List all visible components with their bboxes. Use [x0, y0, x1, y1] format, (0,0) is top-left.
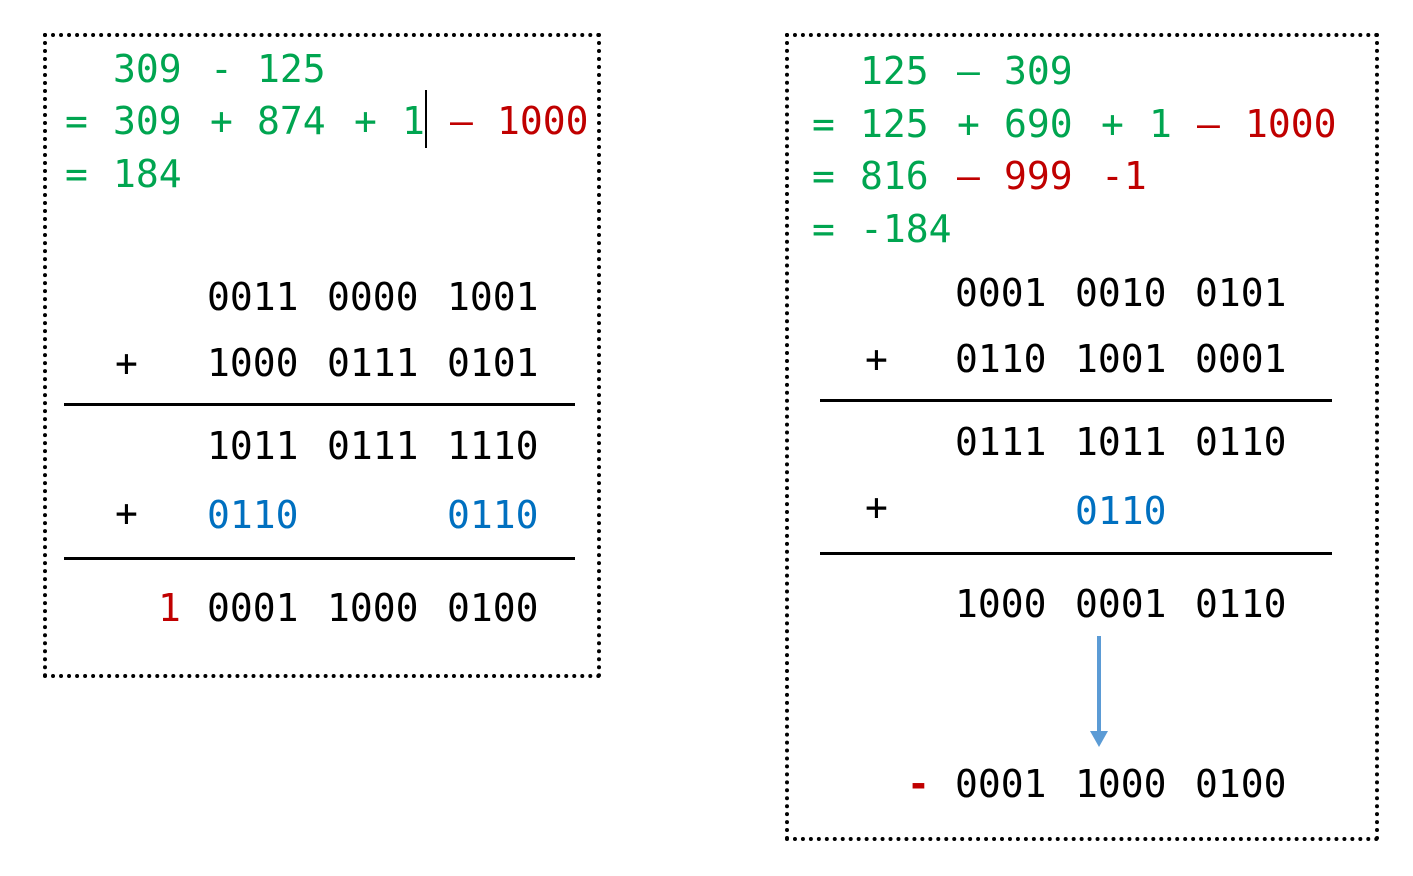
left-row5-n2: 1000 — [327, 586, 419, 630]
right-result-n3: 0100 — [1195, 762, 1287, 806]
right-eq2-plus2: + — [1101, 102, 1124, 146]
left-row3-n3: 1110 — [447, 424, 539, 468]
right-row5-n2: 0001 — [1075, 582, 1167, 626]
right-sum-line-1 — [820, 399, 1332, 402]
right-eq2-b: 690 — [1004, 102, 1073, 146]
left-eq2-b: 874 — [257, 99, 326, 143]
left-calculation-panel — [43, 33, 601, 678]
left-eq1-op: - — [210, 47, 233, 91]
left-eq2-c: 1 — [402, 99, 425, 143]
right-eq2-equals: = — [812, 102, 835, 146]
right-eq3-b: 999 — [1004, 154, 1073, 198]
right-eq3-minus: – — [957, 154, 980, 198]
right-row4-plus: + — [865, 485, 888, 529]
right-row2-n1: 0110 — [955, 337, 1047, 381]
left-row2-n3: 0101 — [447, 341, 539, 385]
left-row4-n3: 0110 — [447, 493, 539, 537]
right-row1-n1: 0001 — [955, 271, 1047, 315]
left-sum-line-2 — [64, 557, 575, 560]
down-arrow-shaft — [1097, 636, 1101, 732]
left-row1-n3: 1001 — [447, 275, 539, 319]
left-eq3-result: 184 — [113, 152, 182, 196]
left-row5-n1: 0001 — [207, 586, 299, 630]
right-row1-n2: 0010 — [1075, 271, 1167, 315]
left-eq2-equals: = — [65, 99, 88, 143]
right-result-n1: 0001 — [955, 762, 1047, 806]
right-eq4-result: -184 — [860, 207, 952, 251]
left-row3-n2: 0111 — [327, 424, 419, 468]
right-eq3-equals: = — [812, 154, 835, 198]
right-eq1-op: – — [957, 49, 980, 93]
right-calculation-panel — [785, 33, 1379, 841]
left-eq2-plus1: + — [210, 99, 233, 143]
right-eq3-a: 816 — [860, 154, 929, 198]
left-eq3-equals: = — [65, 152, 88, 196]
text-cursor — [425, 90, 427, 148]
right-eq1-a: 125 — [860, 49, 929, 93]
left-row1-n2: 0000 — [327, 275, 419, 319]
right-eq1-b: 309 — [1004, 49, 1073, 93]
left-row5-n3: 0100 — [447, 586, 539, 630]
left-row1-n1: 0011 — [207, 275, 299, 319]
left-row4-plus: + — [115, 491, 138, 535]
right-row4-n2: 0110 — [1075, 489, 1167, 533]
left-sum-line-1 — [64, 403, 575, 406]
left-eq2-a: 309 — [113, 99, 182, 143]
left-eq2-d: 1000 — [497, 99, 589, 143]
left-row4-n1: 0110 — [207, 493, 299, 537]
left-row2-plus: + — [115, 341, 138, 385]
right-eq2-minus: – — [1197, 102, 1220, 146]
right-row3-n1: 0111 — [955, 420, 1047, 464]
down-arrow-icon — [1090, 731, 1108, 747]
right-row3-n2: 1011 — [1075, 420, 1167, 464]
left-row3-n1: 1011 — [207, 424, 299, 468]
right-row5-n1: 1000 — [955, 582, 1047, 626]
right-eq4-equals: = — [812, 207, 835, 251]
left-row2-n1: 1000 — [207, 341, 299, 385]
right-eq2-plus1: + — [957, 102, 980, 146]
right-row2-plus: + — [865, 337, 888, 381]
left-eq2-plus2: + — [354, 99, 377, 143]
left-eq1-b: 125 — [257, 47, 326, 91]
right-eq3-c: -1 — [1101, 154, 1147, 198]
left-eq2-minus: – — [450, 99, 473, 143]
left-row5-carry: 1 — [158, 586, 181, 630]
right-row2-n2: 1001 — [1075, 337, 1167, 381]
left-eq1-a: 309 — [113, 47, 182, 91]
right-eq2-c: 1 — [1149, 102, 1172, 146]
right-result-n2: 1000 — [1075, 762, 1167, 806]
right-eq2-d: 1000 — [1245, 102, 1337, 146]
right-row3-n3: 0110 — [1195, 420, 1287, 464]
right-row2-n3: 0001 — [1195, 337, 1287, 381]
left-row2-n2: 0111 — [327, 341, 419, 385]
right-eq2-a: 125 — [860, 102, 929, 146]
right-sum-line-2 — [820, 552, 1332, 555]
right-row5-n3: 0110 — [1195, 582, 1287, 626]
right-row1-n3: 0101 — [1195, 271, 1287, 315]
right-result-sign: - — [907, 762, 930, 806]
